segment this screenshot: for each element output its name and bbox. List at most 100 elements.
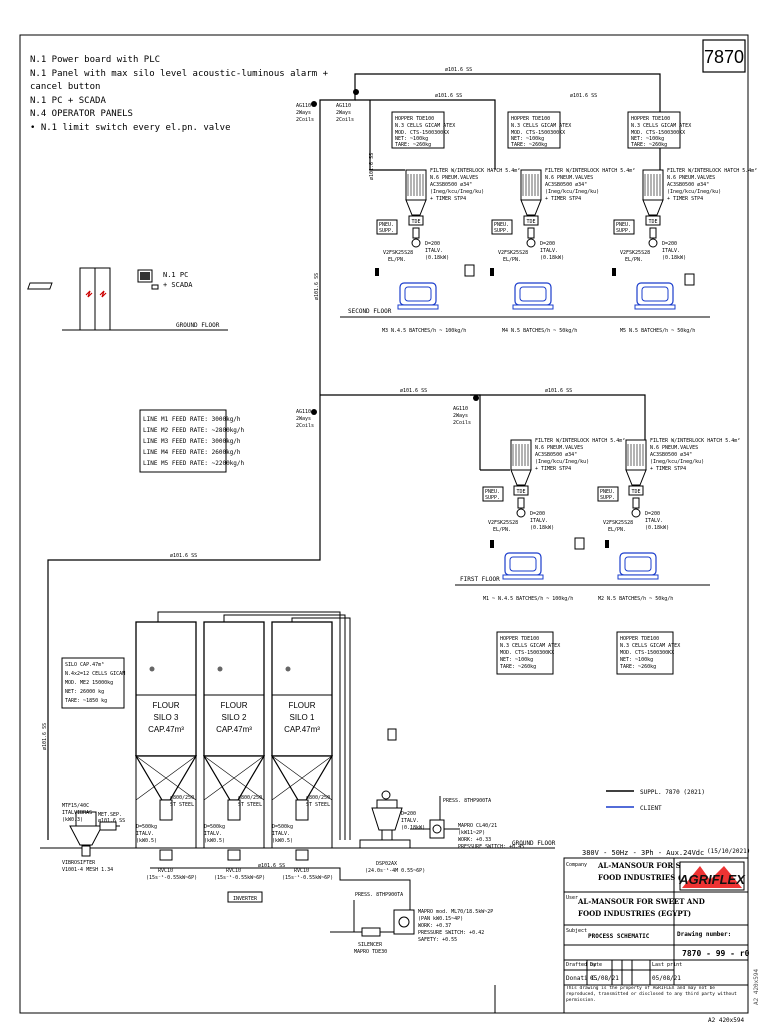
receiver-m1: TDE xyxy=(502,439,544,580)
svg-text:HOPPER TDE100: HOPPER TDE100 xyxy=(511,116,550,122)
subject-label: Subject xyxy=(566,928,587,934)
vibro-label: MTF15/40C xyxy=(62,803,89,809)
pneu-supply-m4: PNEU. SUPP. V2FSK25S28 EL/PN. D=200 ITAL… xyxy=(491,219,564,263)
svg-text:D=200: D=200 xyxy=(425,241,440,247)
first-floor-label: FIRST FLOOR xyxy=(460,576,500,583)
batch-label: M1 ~ N.4.5 BATCHES/h ~ 100kg/h xyxy=(483,596,573,602)
svg-text:(Ineg/kcu/Ineg/ku): (Ineg/kcu/Ineg/ku) xyxy=(535,459,589,465)
paper-size-vertical: A2 420x594 xyxy=(753,968,760,1005)
svg-text:TARE: ~260kg: TARE: ~260kg xyxy=(500,664,536,670)
press-label: PRESS. 8THP900TA xyxy=(443,798,491,804)
note-line: N.1 PC + SCADA xyxy=(30,96,106,106)
svg-text:SILO 2: SILO 2 xyxy=(222,713,247,722)
svg-text:PNEU.: PNEU. xyxy=(485,489,500,495)
svg-text:ITALV.: ITALV. xyxy=(272,831,290,837)
diverter-label: 2Ways xyxy=(296,110,311,116)
screw-label: RVC10 xyxy=(294,868,309,874)
svg-text:D=200: D=200 xyxy=(530,511,545,517)
last-print-value: 05/08/21 xyxy=(652,975,681,982)
svg-text:(0.18kW): (0.18kW) xyxy=(530,525,554,531)
title-date: (15/10/2021) xyxy=(707,848,750,855)
svg-text:NET: ~100kg: NET: ~100kg xyxy=(631,136,664,142)
diverter-label: AG110 xyxy=(453,406,468,412)
svg-text:ø800/250: ø800/250 xyxy=(170,795,194,801)
svg-text:SILO 3: SILO 3 xyxy=(154,713,179,722)
svg-text:ITALV.: ITALV. xyxy=(645,518,663,524)
silo-3: FLOUR SILO 3 CAP.47m³ ø800/250 ST STEEL … xyxy=(134,621,198,848)
user-name: AL-MANSOUR FOR SWEET AND xyxy=(577,897,705,906)
press-label: PRESS. 8THP900TA xyxy=(355,892,403,898)
hopper-info-m4: HOPPER TDE100 N.3 CELLS GICAM ATEX MOD. … xyxy=(507,111,571,149)
general-notes: N.1 Power board with PLC N.1 Panel with … xyxy=(30,55,329,133)
receiver-m2: TDE xyxy=(617,439,659,580)
diverter-label: AG110 xyxy=(336,103,351,109)
filter-note-m4: FILTER W/INTERLOCK HATCH 5.4m² N.6 PNEUM… xyxy=(545,168,635,202)
diverter-label: 2Coils xyxy=(296,117,314,123)
svg-text:FLOUR: FLOUR xyxy=(220,701,247,710)
pneu-supply-m1: PNEU. SUPP. V2FSK25S28 EL/PN. D=200 ITAL… xyxy=(482,486,554,533)
svg-text:FILTER W/INTERLOCK HATCH 5.4m²: FILTER W/INTERLOCK HATCH 5.4m² xyxy=(667,168,757,174)
svg-text:TARE: ~260kg: TARE: ~260kg xyxy=(395,142,431,148)
mapro-label: WORK: +0.37 xyxy=(418,923,451,929)
electrical-spec: 380V - 50Hz - 3Ph - Aux.24Vdc xyxy=(582,849,704,857)
svg-text:MOD. CTS-1500300KX: MOD. CTS-1500300KX xyxy=(395,130,449,136)
drafted-by-value: Donati C. xyxy=(566,975,599,982)
level-sensor-icon xyxy=(285,666,291,672)
svg-text:TARE: ~260kg: TARE: ~260kg xyxy=(511,142,547,148)
svg-text:ITALV.: ITALV. xyxy=(425,248,443,254)
svg-text:SUPP.: SUPP. xyxy=(616,228,631,234)
svg-text:V2FSK25S28: V2FSK25S28 xyxy=(620,250,650,256)
batch-label: M2 N.5 BATCHES/h ~ 50kg/h xyxy=(598,596,673,602)
svg-text:MOD. CTS-1500300KX: MOD. CTS-1500300KX xyxy=(511,130,565,136)
svg-text:TDE: TDE xyxy=(648,219,657,225)
limit-switch xyxy=(490,540,494,548)
limit-switch xyxy=(490,268,494,276)
hopper-info-m3: HOPPER TDE100 N.3 CELLS GICAM ATEX MOD. … xyxy=(391,111,455,149)
svg-text:(0.18kW): (0.18kW) xyxy=(425,255,449,261)
mapro-label: MAPRO CL40/21 xyxy=(458,823,497,829)
svg-text:+ TIMER STP4: + TIMER STP4 xyxy=(430,196,466,202)
svg-text:NET: ~100kg: NET: ~100kg xyxy=(620,657,653,663)
svg-text:(Ineg/kcu/Ineg/ku): (Ineg/kcu/Ineg/ku) xyxy=(650,459,704,465)
screw-label: (15s⁻¹-0.55kW~6P) xyxy=(146,875,197,881)
svg-text:ø800/250: ø800/250 xyxy=(306,795,330,801)
screw-label: RVC10 xyxy=(226,868,241,874)
svg-text:N.3 CELLS GICAM ATEX: N.3 CELLS GICAM ATEX xyxy=(631,123,691,129)
drawing-number: 7870 - 99 - r0 xyxy=(682,949,750,958)
svg-text:EL/PN.: EL/PN. xyxy=(388,257,406,263)
agriflex-logo: AGRIFLEX xyxy=(678,861,746,891)
pipe-label: ø101.6 SS xyxy=(369,153,375,180)
diverter-label: 2Ways xyxy=(296,416,311,422)
power-board-cabinet xyxy=(79,267,111,331)
svg-text:N.3 CELLS GICAM ATEX: N.3 CELLS GICAM ATEX xyxy=(500,643,560,649)
operator-panel xyxy=(574,537,585,550)
dispenser-label: ITALV. xyxy=(401,818,419,824)
filter-note-m1: FILTER W/INTERLOCK HATCH 5.4m² N.6 PNEUM… xyxy=(535,438,625,472)
title-block: 380V - 50Hz - 3Ph - Aux.24Vdc (15/10/202… xyxy=(563,848,750,1014)
sheet-number-box xyxy=(702,39,746,73)
vibro-label: (kW0.3) xyxy=(62,817,83,823)
svg-text:SUPP.: SUPP. xyxy=(600,495,615,501)
svg-text:SILO CAP.47m³: SILO CAP.47m³ xyxy=(65,662,104,668)
svg-text:N.6 PNEUM.VALVES: N.6 PNEUM.VALVES xyxy=(535,445,583,451)
hopper-info-m2: HOPPER TDE100 N.3 CELLS GICAM ATEX MOD. … xyxy=(616,631,680,675)
second-floor-label: SECOND FLOOR xyxy=(348,308,392,315)
pipe-label: ø101.6 SS xyxy=(435,93,462,99)
svg-text:ITALV.: ITALV. xyxy=(530,518,548,524)
vibro-label: ITALVIBRAS xyxy=(62,810,92,816)
ground-floor-label: GROUND FLOOR xyxy=(176,322,220,329)
operator-panel xyxy=(684,273,695,286)
dispenser xyxy=(359,790,411,849)
pc-label: + SCADA xyxy=(163,281,193,289)
pipe-label: ø101.6 SS xyxy=(545,388,572,394)
svg-text:ITALV.: ITALV. xyxy=(136,831,154,837)
mapro-label: MAPRO mod. ML70/18.5kW~2P xyxy=(418,909,493,915)
receiver-m5: TDE xyxy=(634,169,676,310)
silencer-label: SILENCER xyxy=(358,942,383,948)
svg-text:D=200: D=200 xyxy=(645,511,660,517)
filter-note-m3: FILTER W/INTERLOCK HATCH 5.4m² N.6 PNEUM… xyxy=(430,168,520,202)
svg-text:AC3SB0500 ø34": AC3SB0500 ø34" xyxy=(667,182,709,188)
pc-label: N.1 PC xyxy=(163,271,188,279)
hopper-info-m5: HOPPER TDE100 N.3 CELLS GICAM ATEX MOD. … xyxy=(627,111,691,149)
